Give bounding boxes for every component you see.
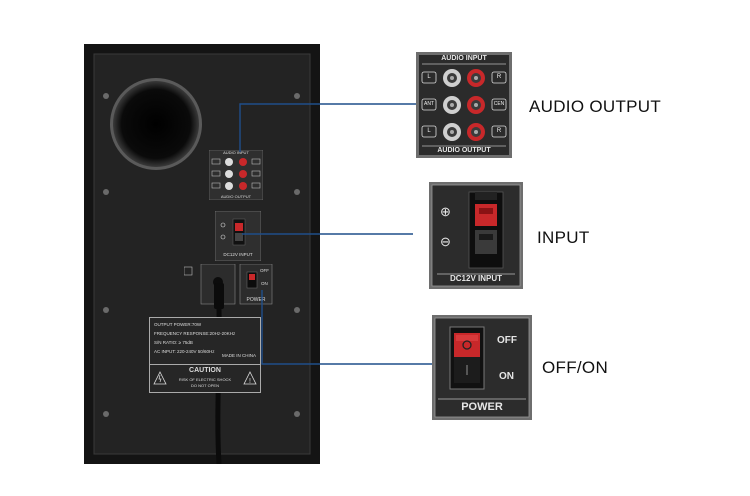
small-dc-label: DC12V INPUT <box>223 252 253 257</box>
spec-line: S/N RATIO: ≥ 75dB <box>154 340 193 345</box>
made-in-label: MADE IN CHINA <box>221 353 256 358</box>
warning-icon: ! <box>243 371 257 385</box>
small-power-label: POWER <box>246 297 266 303</box>
caution-line: RISK OF ELECTRIC SHOCK <box>178 377 232 382</box>
small-audio-bottom-label: AUDIO OUTPUT <box>220 194 252 199</box>
on-label: ON <box>499 371 514 382</box>
spec-label: OUTPUT POWER:70W FREQUENCY RESPONSE:20Hz… <box>149 317 261 393</box>
jack-label-left: ANT <box>424 101 434 107</box>
audio-output-label: AUDIO OUTPUT <box>437 147 491 154</box>
spec-line: FREQUENCY RESPONSE:20Hz-20KHz <box>154 331 236 336</box>
spec-line: AC INPUT: 220-240V 50/60Hz <box>154 349 215 354</box>
power-switch-panel: OFF ON POWER <box>432 315 532 420</box>
jack-label-left: L <box>427 74 431 80</box>
audio-input-label: AUDIO INPUT <box>441 55 487 62</box>
small-off-label: OFF <box>260 268 269 273</box>
minus-icon: ⊖ <box>440 234 451 249</box>
small-audio-panel: AUDIO INPUT AUDIO OUTPUT <box>209 150 263 200</box>
off-on-callout: OFF/ON <box>542 358 609 377</box>
dc-input-panel: ⊕ ⊖ DC12V INPUT <box>429 182 523 289</box>
power-label: POWER <box>461 401 503 413</box>
caution-line: DO NOT OPEN <box>191 383 219 388</box>
caution-title: CAUTION <box>189 367 221 374</box>
small-dc-panel: DC12V INPUT <box>215 211 261 261</box>
jack-label-right: CEN <box>493 101 505 107</box>
audio-jack-panel: AUDIO INPUT AUDIO OUTPUT L ANT L R CEN R <box>416 52 512 158</box>
small-on-label: ON <box>261 281 268 286</box>
audio-output-callout: AUDIO OUTPUT <box>529 97 662 116</box>
speaker-back: AUDIO INPUT AUDIO OUTPUT DC12V INPUT OFF… <box>84 44 320 464</box>
jack-label-right: R <box>496 74 502 80</box>
bass-port <box>109 77 203 171</box>
off-label: OFF <box>497 335 517 346</box>
small-audio-top-label: AUDIO INPUT <box>223 150 249 155</box>
plus-icon: ⊕ <box>440 204 451 219</box>
power-leader-line <box>261 290 432 365</box>
input-callout: INPUT <box>537 228 590 247</box>
caution-box: ! CAUTION RISK OF ELECTRIC SHOCK DO NOT … <box>150 364 260 393</box>
spec-line: OUTPUT POWER:70W <box>154 322 202 327</box>
jack-label-left: L <box>427 128 431 134</box>
jack-label-right: R <box>496 128 502 134</box>
dc-input-label: DC12V INPUT <box>449 274 502 283</box>
warning-icon <box>153 371 167 385</box>
svg-text:!: ! <box>249 378 251 385</box>
audio-leader-line <box>239 103 416 152</box>
